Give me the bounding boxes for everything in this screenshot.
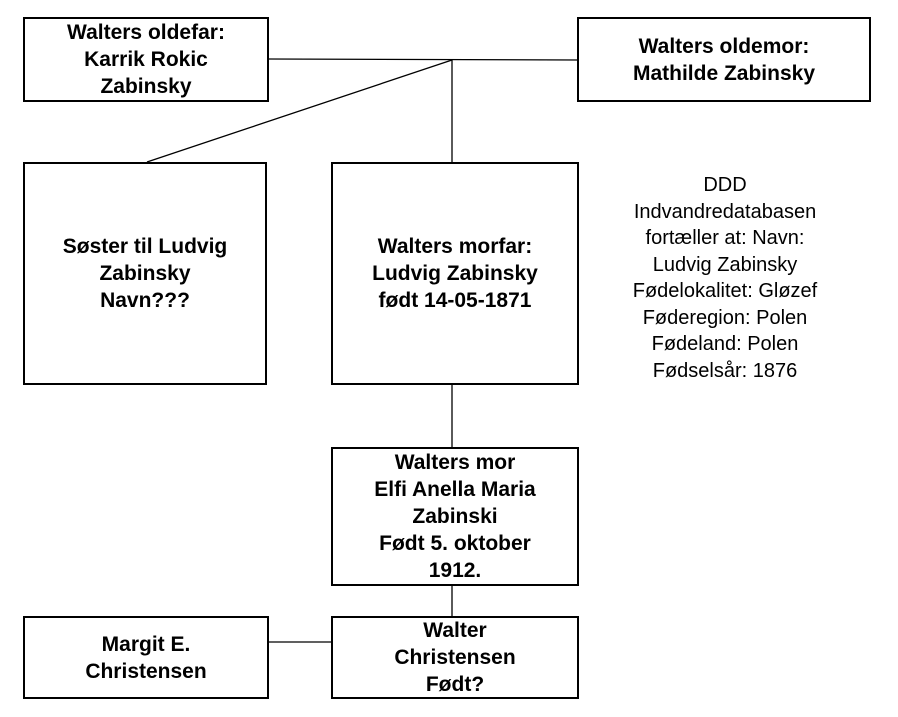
- text-line: Zabinsky: [100, 75, 192, 98]
- grandfather-box: Walters morfar: Ludvig Zabinsky født 14-05…: [331, 162, 579, 385]
- great-grandmother-box: Walters oldemor: Mathilde Zabinsky: [577, 17, 871, 102]
- text-line: Christensen: [85, 659, 207, 683]
- text-line: Født?: [425, 673, 485, 696]
- text-line: fortæller at: Navn:: [645, 227, 805, 249]
- text-line: Ludvig Zabinsky: [652, 253, 798, 276]
- text-line: Christensen: [394, 646, 516, 669]
- text-line: Walters mor: [394, 451, 516, 474]
- database-note: DDD Indvandredatabasen fortæller at: Navn:…: [590, 172, 860, 384]
- text-line: Mathilde Zabinsky: [632, 61, 816, 85]
- text-line: Elfi Anella Maria: [374, 478, 536, 501]
- text-line: Fødeland: Polen: [651, 333, 799, 355]
- text-line: født 14-05-1871: [378, 289, 532, 312]
- text-line: Walters morfar:: [377, 235, 533, 258]
- text-line: Føderegion: Polen: [642, 306, 808, 329]
- line-parents-to-sister: [146, 59, 453, 163]
- text-line: 1912.: [428, 559, 482, 582]
- text-line: Ludvig Zabinsky: [372, 262, 538, 285]
- spouse-box: Margit E. Christensen: [23, 616, 269, 699]
- text-line: Indvandredatabasen: [633, 200, 817, 223]
- text-line: DDD: [703, 174, 747, 196]
- text-line: Walters oldefar:: [67, 21, 225, 44]
- text-line: Zabinski: [412, 505, 498, 528]
- text-line: Søster til Ludvig: [62, 235, 228, 258]
- text-line: Walters oldemor:: [638, 34, 810, 58]
- text-line: Fødelokalitet: Gløzef: [632, 280, 818, 302]
- line-couple-link: [267, 58, 579, 61]
- text-line: Zabinsky: [99, 262, 191, 285]
- text-line: Margit E.: [101, 632, 191, 656]
- text-line: Født 5. oktober: [379, 532, 531, 555]
- text-line: Fødselsår: 1876: [652, 359, 798, 382]
- text-line: Karrik Rokic: [84, 48, 208, 71]
- text-line: Walter: [423, 619, 487, 642]
- text-line: Navn???: [100, 289, 190, 312]
